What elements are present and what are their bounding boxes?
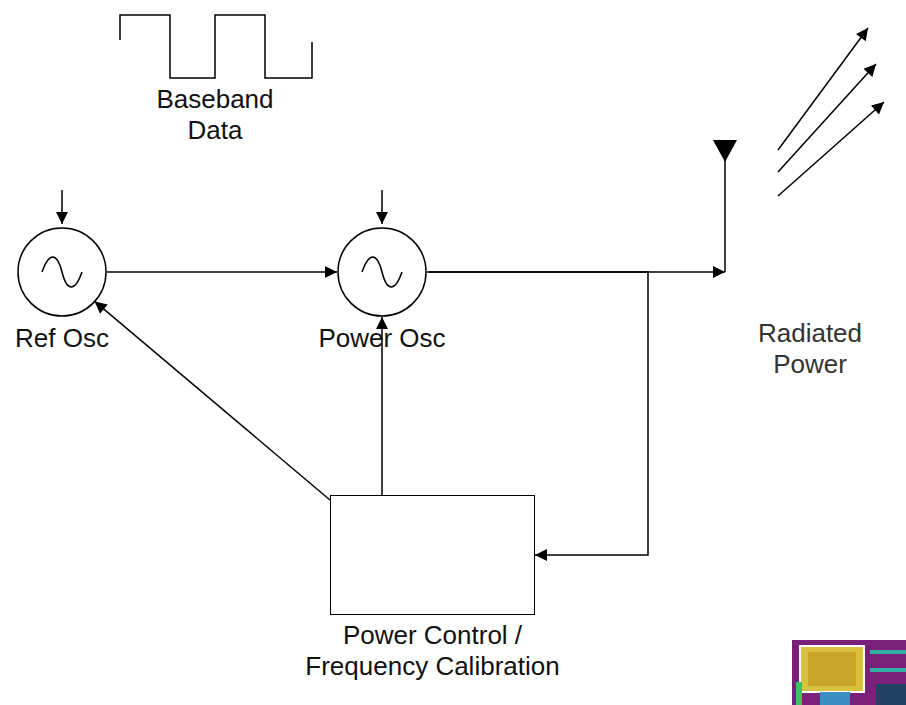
data-arrow	[61, 190, 63, 224]
oscillator-symbol	[337, 227, 427, 317]
output-label: Radiated Power	[735, 318, 885, 380]
antenna-symbol	[713, 140, 737, 162]
node-label: Power Osc	[318, 323, 445, 354]
antenna-mast	[724, 160, 726, 272]
data-arrow	[381, 190, 383, 224]
baseband-waveform	[120, 15, 312, 78]
radiation-arrow	[778, 102, 884, 196]
oscillator-symbol	[17, 227, 107, 317]
oscillator-circle: Power Osc	[337, 227, 427, 317]
oscillator-circle: Ref Osc	[17, 227, 107, 317]
control-box: Power Control / Frequency Calibration	[330, 495, 535, 615]
signal-connector	[107, 271, 337, 273]
radiation-arrow	[778, 64, 876, 172]
node-label: Ref Osc	[15, 323, 109, 354]
signal-connector	[95, 301, 330, 500]
node-label: Power Control / Frequency Calibration	[293, 620, 573, 682]
chip-layout-image	[792, 640, 906, 705]
radiation-arrow	[778, 28, 868, 150]
signal-label: Baseband Data	[140, 84, 290, 146]
